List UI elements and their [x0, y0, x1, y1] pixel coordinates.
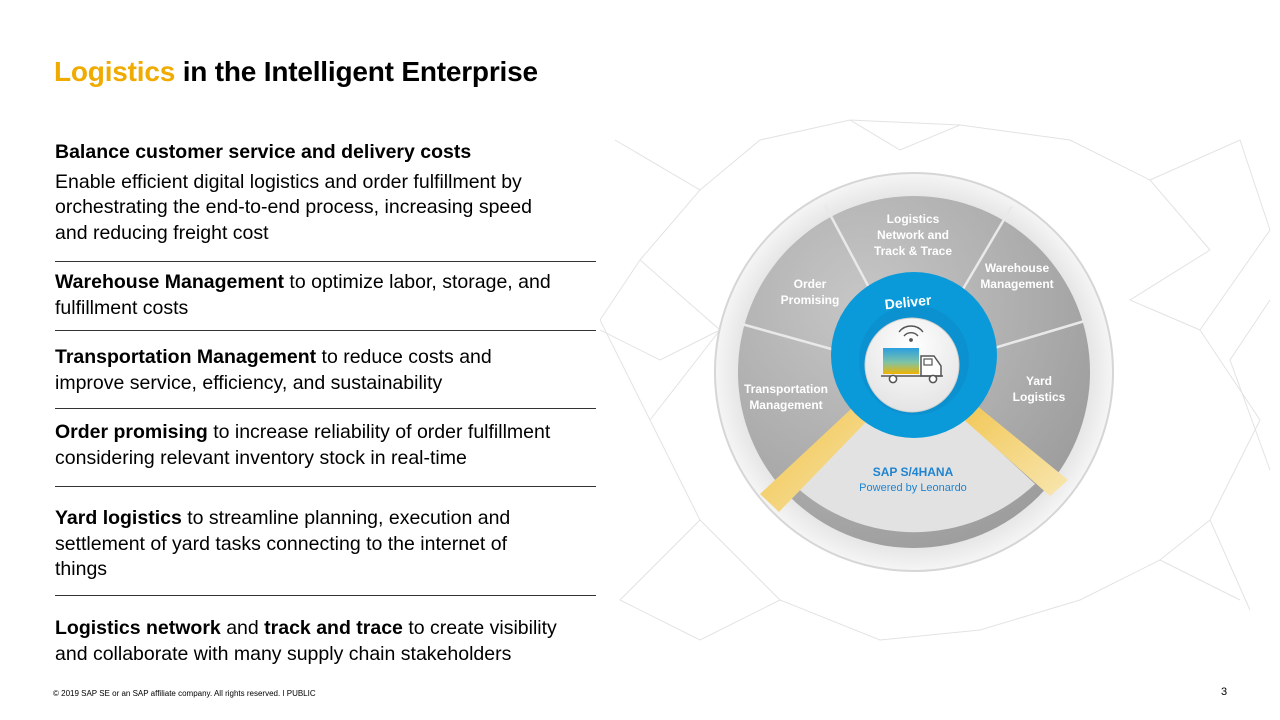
- intro-line: orchestrating the end-to-end process, in…: [55, 196, 532, 218]
- network-background: [600, 119, 1271, 641]
- item-line: settlement of yard tasks connecting to t…: [55, 532, 508, 555]
- item-bold: Warehouse Management: [55, 271, 284, 293]
- segment-label-tm: Transportation: [744, 382, 828, 396]
- item-text: and: [220, 617, 265, 639]
- item-line: improve service, efficiency, and sustain…: [55, 371, 443, 394]
- segment-label-wm: Management: [980, 277, 1053, 291]
- core-sublabel: Powered by Leonardo: [859, 482, 967, 494]
- title-accent: Logistics: [54, 56, 176, 87]
- segment-label-lnt: Logistics: [887, 212, 940, 226]
- item-text: to optimize labor, storage, and: [284, 271, 551, 293]
- footer-copyright: © 2019 SAP SE or an SAP affiliate compan…: [53, 689, 316, 698]
- core-label: SAP S/4HANA: [873, 465, 954, 479]
- segment-label-wm: Warehouse: [985, 261, 1050, 275]
- item-bold: Yard logistics: [55, 507, 182, 529]
- item-bold: Transportation Management: [55, 346, 317, 368]
- item-bold: track and trace: [264, 617, 403, 639]
- list-item-logistics-network: Logistics network and track and trace to…: [55, 616, 596, 667]
- content-list: Balance customer service and delivery co…: [55, 140, 596, 672]
- item-text: to reduce costs and: [316, 346, 492, 368]
- divider: [55, 486, 596, 487]
- title-rest: in the Intelligent Enterprise: [175, 56, 538, 87]
- item-line: considering relevant inventory stock in …: [55, 446, 467, 469]
- item-line: fulfillment costs: [55, 296, 189, 319]
- segment-label-lnt: Track & Trace: [874, 244, 952, 258]
- logistics-wheel-diagram: Deliver Logistics Network and Track & Tr…: [600, 119, 1271, 641]
- segment-label-tm: Management: [749, 398, 822, 412]
- truck-icon: [881, 348, 943, 384]
- divider: [55, 595, 596, 596]
- intro-block: Balance customer service and delivery co…: [55, 140, 596, 246]
- divider: [55, 261, 596, 262]
- page-number: 3: [1221, 686, 1228, 698]
- intro-line: and reducing freight cost: [55, 221, 269, 244]
- list-item-transportation: Transportation Management to reduce cost…: [55, 345, 596, 396]
- item-bold: Logistics network: [55, 617, 221, 639]
- item-text: to streamline planning, execution and: [181, 507, 511, 529]
- core-sector: [793, 372, 1035, 533]
- signal-icon: [898, 325, 924, 342]
- segment-label-lnt: Network and: [877, 228, 949, 242]
- deliver-label: Deliver: [884, 292, 933, 313]
- divider: [55, 330, 596, 331]
- item-text: to increase reliability of order fulfill…: [207, 421, 551, 443]
- list-item-order-promising: Order promising to increase reliability …: [55, 420, 596, 471]
- segment-label-op: Order: [794, 277, 827, 291]
- item-line: and collaborate with many supply chain s…: [55, 642, 512, 665]
- intro-line: Enable efficient digital logistics and o…: [55, 170, 522, 193]
- item-text: to create visibility: [402, 617, 557, 639]
- segment-label-yard: Logistics: [1013, 390, 1066, 404]
- item-line: things: [55, 558, 108, 580]
- page-title: Logistics in the Intelligent Enterprise: [54, 56, 538, 88]
- segment-label-yard: Yard: [1026, 374, 1052, 388]
- segment-label-op: Promising: [781, 293, 840, 307]
- list-item-warehouse: Warehouse Management to optimize labor, …: [55, 270, 596, 321]
- divider: [55, 408, 596, 409]
- intro-heading: Balance customer service and delivery co…: [55, 141, 472, 163]
- item-bold: Order promising: [55, 421, 208, 443]
- list-item-yard: Yard logistics to streamline planning, e…: [55, 506, 596, 583]
